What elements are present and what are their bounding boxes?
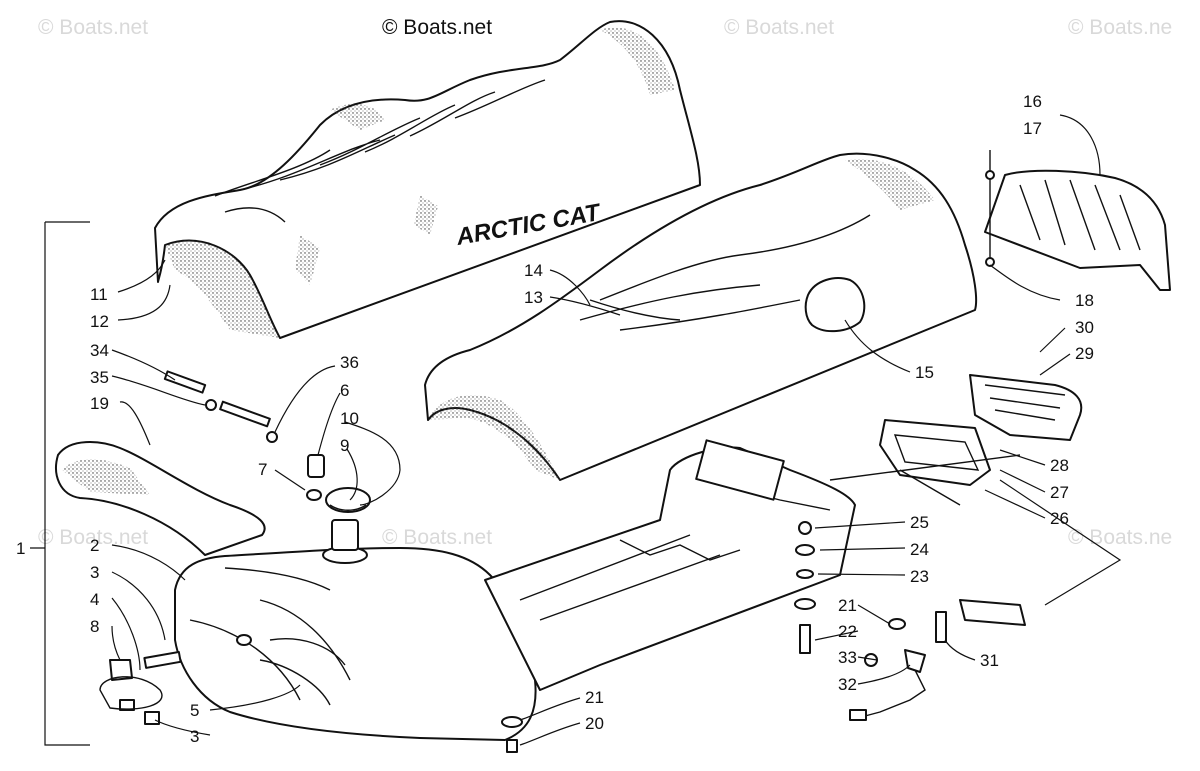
callout-3-lower: 3 [190,727,199,746]
callout-34: 34 [90,341,109,360]
callout-8: 8 [90,617,99,636]
callout-9: 9 [340,436,349,455]
callout-35: 35 [90,368,109,387]
callout-5: 5 [190,701,199,720]
callout-7: 7 [258,460,267,479]
callout-21-bottom: 21 [585,688,604,707]
leader-lines [30,114,1101,746]
seat-base [424,152,978,481]
callout-1: 1 [16,539,25,558]
callout-36: 36 [340,353,359,372]
rear-cover [984,150,1171,291]
callout-labels: 1 2 3 4 8 5 3 11 12 34 35 19 36 6 10 9 7… [16,92,1094,746]
callout-16: 16 [1023,92,1042,111]
callout-14: 14 [524,261,543,280]
callout-3: 3 [90,563,99,582]
callout-4: 4 [90,590,99,609]
callout-22: 22 [838,622,857,641]
callout-13: 13 [524,288,543,307]
callout-25: 25 [910,513,929,532]
callout-10: 10 [340,409,359,428]
callout-28: 28 [1050,456,1069,475]
callout-29: 29 [1075,344,1094,363]
seat-cover: ARCTIC CAT [154,20,701,339]
callout-31: 31 [980,651,999,670]
small-hardware [99,370,1122,753]
callout-18: 18 [1075,291,1094,310]
callout-30: 30 [1075,318,1094,337]
callout-32: 32 [838,675,857,694]
callout-26: 26 [1050,509,1069,528]
callout-17: 17 [1023,119,1042,138]
callout-20: 20 [585,714,604,733]
callout-19: 19 [90,394,109,413]
callout-33: 33 [838,648,857,667]
callout-2: 2 [90,536,99,555]
callout-6: 6 [340,381,349,400]
watermark: © Boats.ne [1068,16,1173,39]
callout-23: 23 [910,567,929,586]
callout-21: 21 [838,596,857,615]
watermark: © Boats.net [38,16,149,39]
callout-12: 12 [90,312,109,331]
callout-24: 24 [910,540,929,559]
callout-27: 27 [1050,483,1069,502]
watermark: © Boats.net [382,526,493,549]
watermark: © Boats.net [724,16,835,39]
taillight [829,374,1083,506]
storage-tray [484,439,856,691]
callout-15: 15 [915,363,934,382]
callout-11: 11 [90,285,108,304]
backrest [55,441,266,556]
watermark-main: © Boats.net [382,16,493,39]
watermark: © Boats.net [38,526,149,549]
